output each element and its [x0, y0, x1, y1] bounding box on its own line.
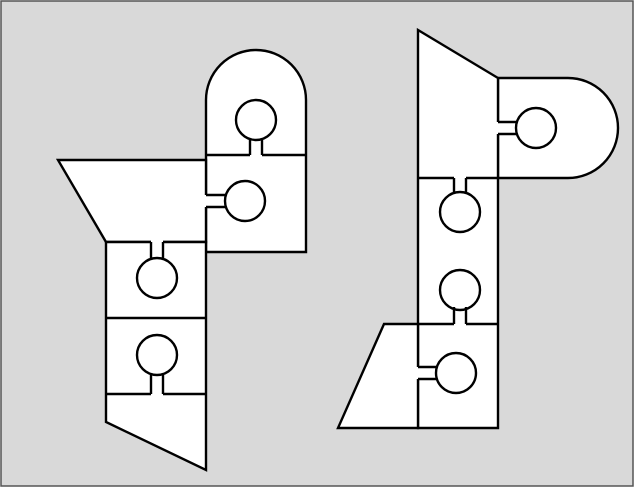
- figure-background: [1, 1, 633, 486]
- puzzle-figure: [0, 0, 634, 487]
